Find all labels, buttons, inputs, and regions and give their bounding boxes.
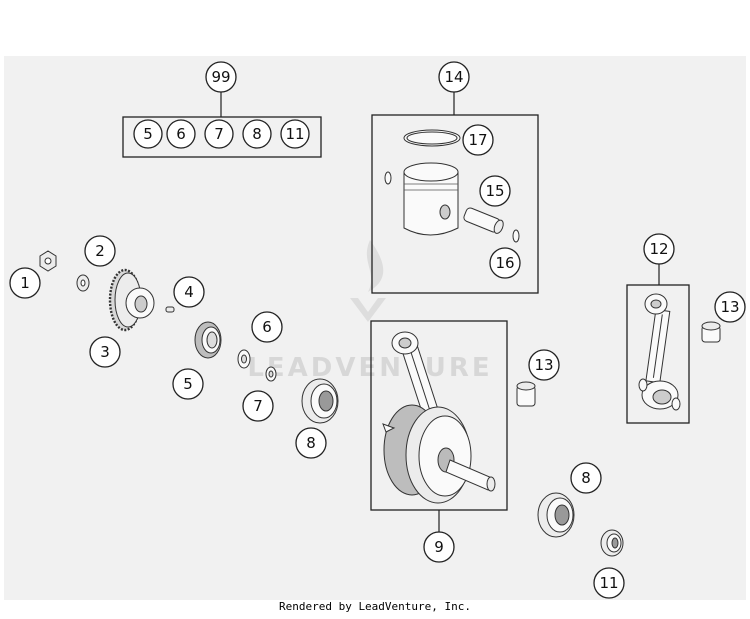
piston-pin-circlip-right	[512, 229, 520, 243]
svg-text:17: 17	[468, 131, 487, 149]
footer-credit: Rendered by LeadVenture, Inc.	[278, 600, 472, 613]
svg-text:12: 12	[649, 240, 668, 258]
svg-text:5: 5	[143, 125, 153, 143]
kit-item-8[interactable]: 8	[242, 119, 272, 149]
piston-ring	[403, 129, 461, 147]
needle-bearing-right	[701, 321, 721, 343]
primary-gear	[108, 268, 155, 332]
needle-bearing-middle	[516, 381, 536, 407]
callout-17[interactable]: 17	[462, 124, 494, 156]
callout-14[interactable]: 14	[438, 61, 470, 93]
svg-text:3: 3	[100, 343, 110, 361]
callout-7[interactable]: 7	[242, 390, 274, 422]
kit-item-7[interactable]: 7	[204, 119, 234, 149]
svg-text:11: 11	[599, 574, 618, 592]
callout-15[interactable]: 15	[479, 175, 511, 207]
callout-13-middle[interactable]: 13	[528, 349, 560, 381]
callout-9[interactable]: 9	[423, 531, 455, 563]
svg-text:9: 9	[434, 538, 444, 556]
piston-kit-frame	[371, 114, 539, 294]
svg-text:2: 2	[95, 242, 105, 260]
callout-6[interactable]: 6	[251, 311, 283, 343]
crankshaft-nut	[39, 250, 57, 272]
callout-8-left[interactable]: 8	[295, 427, 327, 459]
callout-13-right[interactable]: 13	[714, 291, 746, 323]
callout-99[interactable]: 99	[205, 61, 237, 93]
woodruff-key	[165, 306, 175, 313]
kit-item-6[interactable]: 6	[166, 119, 196, 149]
svg-text:7: 7	[253, 397, 263, 415]
callout-12[interactable]: 12	[643, 233, 675, 265]
svg-text:8: 8	[306, 434, 316, 452]
shaft-seal	[194, 321, 222, 359]
callout-4[interactable]: 4	[173, 276, 205, 308]
main-bearing-right	[537, 492, 575, 538]
svg-text:4: 4	[184, 283, 194, 301]
callout-8-right[interactable]: 8	[570, 462, 602, 494]
svg-text:7: 7	[214, 125, 224, 143]
svg-text:6: 6	[262, 318, 272, 336]
svg-text:15: 15	[485, 182, 504, 200]
main-bearing-left	[301, 378, 339, 424]
kit-item-5[interactable]: 5	[133, 119, 163, 149]
svg-text:6: 6	[176, 125, 186, 143]
svg-text:14: 14	[444, 68, 463, 86]
svg-text:5: 5	[183, 375, 193, 393]
svg-text:16: 16	[495, 254, 514, 272]
svg-text:99: 99	[211, 68, 230, 86]
watermark-text: LEADVENTURE	[247, 353, 492, 383]
connecting-rod	[638, 293, 681, 411]
callout-11[interactable]: 11	[593, 567, 625, 599]
piston	[403, 162, 459, 236]
small-bearing	[600, 529, 624, 557]
svg-text:8: 8	[252, 125, 262, 143]
conrod-frame	[626, 284, 690, 424]
crankshaft	[382, 331, 496, 504]
callout-5[interactable]: 5	[172, 368, 204, 400]
callout-2[interactable]: 2	[84, 235, 116, 267]
callout-3[interactable]: 3	[89, 336, 121, 368]
piston-pin-circlip-left	[384, 171, 392, 185]
svg-text:13: 13	[534, 356, 553, 374]
watermark-logo	[350, 240, 386, 322]
kit-99-frame	[122, 116, 322, 158]
svg-text:11: 11	[285, 125, 304, 143]
svg-text:1: 1	[20, 274, 30, 292]
callout-1[interactable]: 1	[9, 267, 41, 299]
svg-text:8: 8	[581, 469, 591, 487]
piston-pin	[463, 207, 504, 234]
kit-item-11[interactable]: 11	[280, 119, 310, 149]
callout-16[interactable]: 16	[489, 247, 521, 279]
svg-text:13: 13	[720, 298, 739, 316]
